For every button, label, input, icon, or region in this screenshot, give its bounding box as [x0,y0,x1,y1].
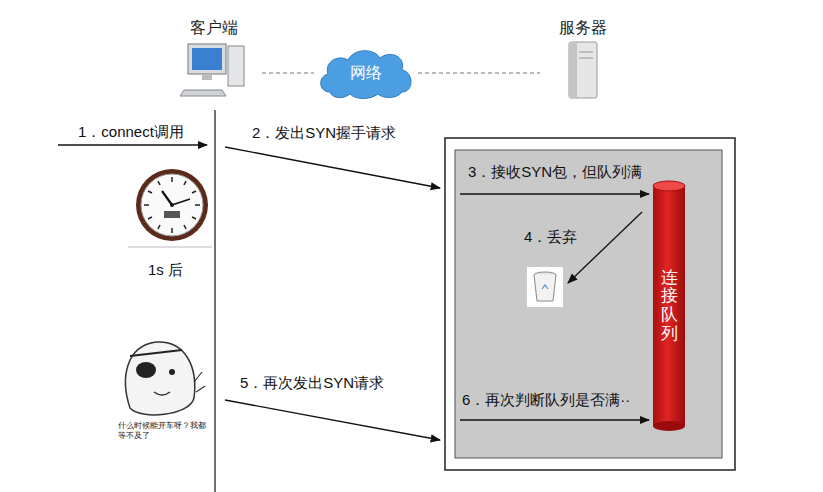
node-label: 服务器 [542,18,624,38]
node-label: 网络 [350,63,382,84]
queue-cylinder: 连接队列 [652,180,686,432]
step-label: 2．发出SYN握手请求 [252,124,396,143]
step-label: 6．再次判断队列是否满·· [462,391,630,410]
meme-caption: 什么时候能开车呀？我都等不及了 [118,421,212,442]
clock-icon [136,169,208,241]
computer-icon [168,38,260,104]
arrow-resend [225,400,440,440]
client-timeline [214,110,215,492]
server-panel [455,150,722,458]
server-node: 服务器 [542,18,624,110]
arrow-recheck [460,419,649,420]
server-frame [445,138,735,470]
meme-face [126,342,205,415]
step-label: 1．connect调用 [78,123,184,142]
step-label: 4．丢弃 [524,228,577,247]
arrow-syn [225,147,440,188]
network-cloud: 网络 [316,46,416,100]
trash-icon [527,267,563,307]
step-label: 5．再次发出SYN请求 [240,374,384,393]
arrow-connect [58,144,207,145]
network-link [418,72,540,73]
step-label: 3．接收SYN包，但队列满 [468,163,642,182]
node-label: 连接队列 [661,269,678,344]
server-icon [542,38,624,104]
client-node: 客户端 [168,18,260,110]
network-link [262,72,314,73]
clock-underline [128,247,212,248]
arrow-receive [460,193,649,194]
time-label: 1s 后 [148,261,183,280]
arrow-drop [568,212,642,283]
node-label: 客户端 [168,18,260,38]
